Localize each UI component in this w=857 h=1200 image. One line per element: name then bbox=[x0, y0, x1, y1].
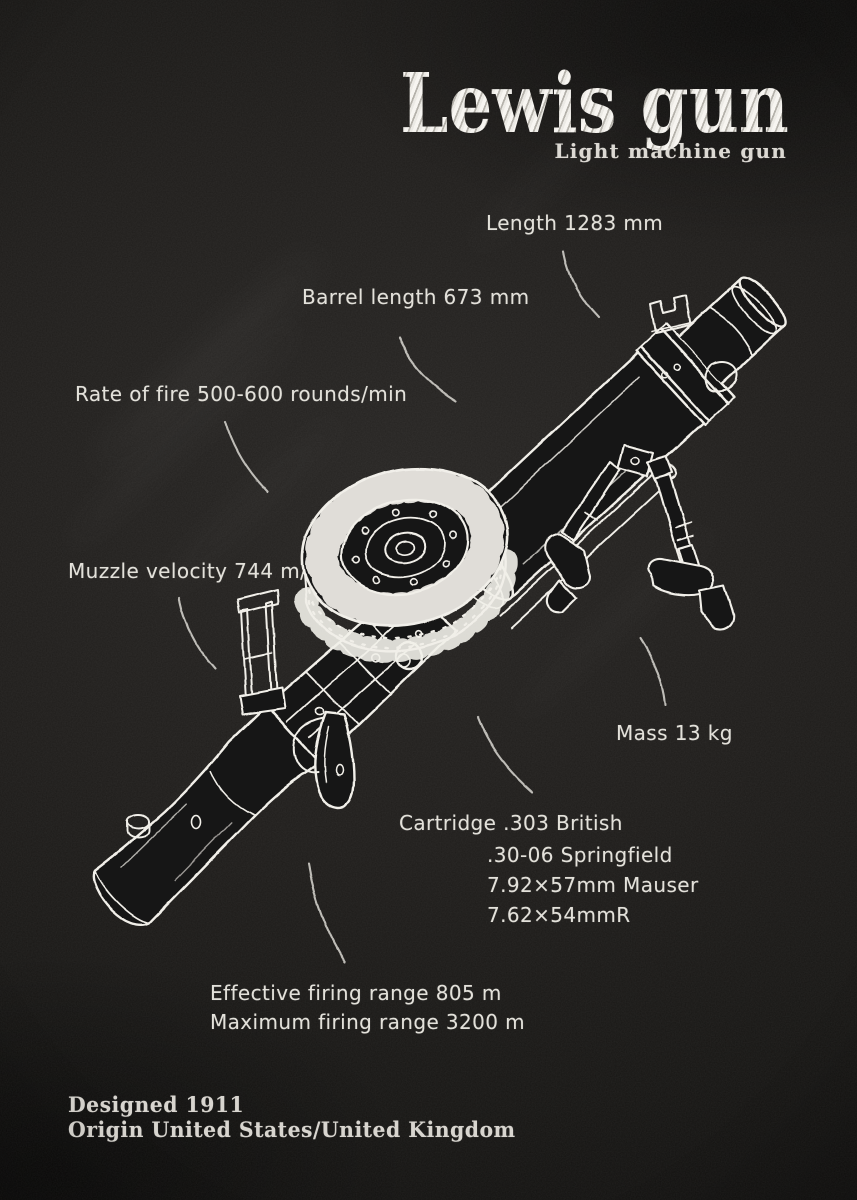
footer-origin: Origin United States/United Kingdom bbox=[68, 1117, 516, 1142]
chalk-smudge bbox=[91, 247, 325, 475]
spec-muzzle-velocity-label: Muzzle velocity 744 m/s bbox=[68, 559, 319, 583]
spec-effective-range-label: Effective firing range 805 m bbox=[210, 981, 502, 1005]
chalk-smudge bbox=[56, 312, 310, 558]
leader-barrel-length bbox=[397, 337, 458, 403]
spec-barrel-length-label: Barrel length 673 mm bbox=[302, 285, 530, 309]
charging-knob bbox=[394, 640, 424, 672]
leader-mass bbox=[638, 636, 667, 707]
leader-muzzle-velocity bbox=[177, 596, 217, 670]
page-title: Lewis gun bbox=[400, 56, 789, 152]
spec-rate-of-fire-label: Rate of fire 500-600 rounds/min bbox=[75, 382, 408, 406]
barrel-assembly bbox=[435, 276, 788, 629]
front-sight bbox=[650, 293, 693, 335]
spec-maximum-range-label: Maximum firing range 3200 m bbox=[210, 1010, 526, 1034]
spec-mass-label: Mass 13 kg bbox=[616, 721, 733, 745]
chalk-smudge bbox=[502, 513, 727, 732]
spec-cartridge-line4: 7.62×54mmR bbox=[487, 903, 631, 927]
spec-length-label: Length 1283 mm bbox=[486, 211, 664, 235]
stock-and-receiver bbox=[92, 583, 458, 927]
trigger-guard bbox=[292, 717, 325, 775]
footer-designed: Designed 1911 bbox=[68, 1092, 245, 1117]
chalk-smudge bbox=[136, 676, 324, 859]
rear-sight bbox=[236, 589, 286, 715]
leader-length bbox=[561, 249, 600, 319]
pistol-grip bbox=[292, 640, 424, 809]
spec-cartridge-label: Cartridge .303 British bbox=[399, 811, 623, 835]
sling-swivel bbox=[661, 360, 739, 393]
drum-magazine bbox=[294, 466, 518, 663]
spec-cartridge-line2: .30-06 Springfield bbox=[487, 843, 673, 867]
leader-effective-range bbox=[306, 862, 347, 964]
leader-cartridge bbox=[476, 715, 535, 794]
spec-cartridge-line3: 7.92×57mm Mauser bbox=[487, 873, 699, 897]
page-subtitle: Light machine gun bbox=[554, 139, 787, 163]
